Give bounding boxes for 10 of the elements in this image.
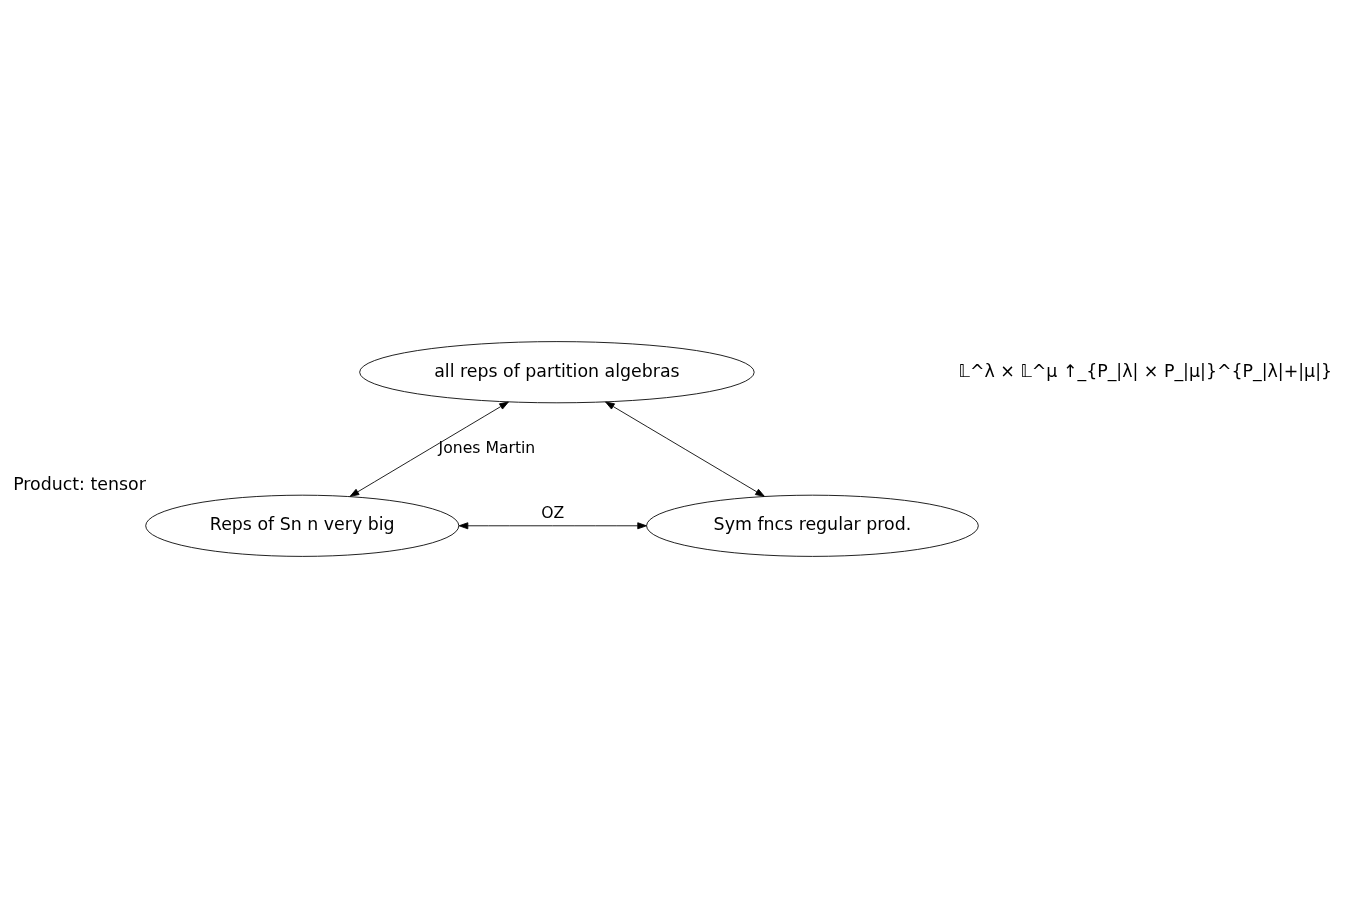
arrow <box>458 521 647 529</box>
node-label: Product: tensor <box>13 473 146 494</box>
edge-label: OZ <box>541 502 565 522</box>
arrow <box>349 401 509 497</box>
arrow <box>605 401 765 497</box>
label: 𝕃^λ × 𝕃^μ ↑_{P_|λ| × P_|μ|}^{P_|λ|+|μ|} <box>958 360 1333 381</box>
node-ellipse: Sym fncs regular prod. <box>646 494 979 557</box>
node-ellipse: all reps of partition algebras <box>359 340 755 403</box>
node-ellipse: Reps of Sn n very big <box>145 494 460 557</box>
edge-label: Jones Martin <box>438 437 536 457</box>
